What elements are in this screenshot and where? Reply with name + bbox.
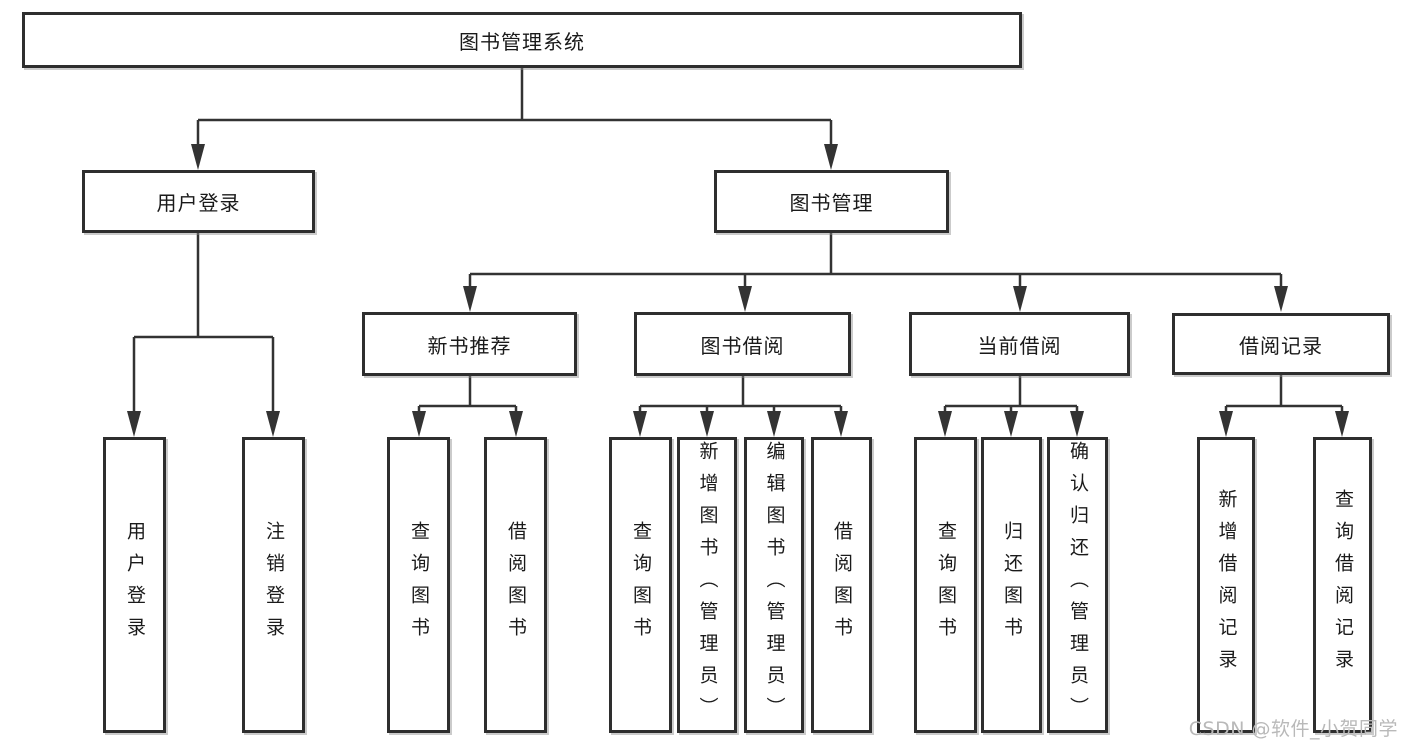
leaf-label: 确认归还（管理员）: [1067, 441, 1089, 729]
node-label: 图书借阅: [700, 333, 785, 358]
arrowhead: [1274, 286, 1288, 312]
node-label: 图书管理: [789, 191, 874, 215]
node-label: 新书推荐: [427, 333, 512, 358]
node-user-login: 用户登录: [82, 170, 315, 233]
leaf-label: 注销登录: [263, 521, 285, 649]
arrowhead: [1335, 411, 1349, 437]
leaf-label: 借阅图书: [505, 521, 527, 649]
arrowhead: [463, 286, 477, 312]
leaf-label: 新增图书（管理员）: [696, 441, 719, 729]
connector-new-book-rec-split: [417, 376, 518, 415]
leaf-confirm-return-admin: 确认归还（管理员）: [1047, 437, 1108, 733]
arrowhead: [938, 411, 952, 437]
node-borrowing-records: 借阅记录: [1172, 313, 1390, 375]
connector-current-borrow-split: [943, 376, 1079, 415]
leaf-query-books: 查询图书: [387, 437, 450, 733]
leaf-label: 查询图书: [935, 521, 957, 649]
arrowhead: [509, 411, 523, 437]
leaf-label: 查询图书: [408, 521, 430, 649]
leaf-edit-books-admin: 编辑图书（管理员）: [744, 437, 804, 733]
arrowhead: [191, 144, 205, 170]
node-label: 图书管理系统: [459, 29, 585, 54]
connector-borrow-records-split: [1224, 375, 1344, 415]
node-current-borrowing: 当前借阅: [909, 312, 1130, 376]
node-book-management: 图书管理: [714, 170, 949, 233]
arrowhead: [834, 411, 848, 437]
connector-book-mgmt-split: [468, 233, 1283, 290]
leaf-logout: 注销登录: [242, 437, 305, 733]
leaf-query-books: 查询图书: [914, 437, 977, 733]
leaf-label: 新增借阅记录: [1215, 489, 1238, 681]
connector-user-login-split: [132, 233, 275, 415]
leaf-label: 归还图书: [1001, 521, 1023, 649]
leaf-label: 查询借阅记录: [1332, 489, 1354, 681]
node-library-management-system: 图书管理系统: [22, 12, 1022, 68]
connector-book-borrow-split: [638, 376, 843, 415]
arrowhead: [266, 411, 280, 437]
leaf-add-borrow-record: 新增借阅记录: [1197, 437, 1255, 733]
arrowhead: [1219, 411, 1233, 437]
connector-root-split: [196, 68, 833, 148]
arrowhead: [412, 411, 426, 437]
arrowhead: [1070, 411, 1084, 437]
arrowheads: [127, 144, 1349, 437]
node-label: 当前借阅: [977, 333, 1062, 358]
node-book-borrowing: 图书借阅: [634, 312, 851, 376]
csdn-watermark: CSDN @软件_小贺同学: [1188, 718, 1398, 740]
arrowhead: [1004, 411, 1018, 437]
leaf-return-books: 归还图书: [981, 437, 1042, 733]
node-label: 用户登录: [156, 191, 241, 215]
leaf-borrow-books: 借阅图书: [811, 437, 872, 733]
leaf-label: 借阅图书: [831, 521, 853, 649]
arrowhead: [700, 411, 714, 437]
leaf-label: 编辑图书（管理员）: [763, 441, 786, 729]
arrowhead: [127, 411, 141, 437]
arrowhead: [824, 144, 838, 170]
node-new-book-recommendation: 新书推荐: [362, 312, 577, 376]
leaf-query-borrow-record: 查询借阅记录: [1313, 437, 1372, 733]
leaf-borrow-books: 借阅图书: [484, 437, 547, 733]
arrowhead: [767, 411, 781, 437]
leaf-label: 用户登录: [124, 521, 146, 649]
leaf-add-books-admin: 新增图书（管理员）: [677, 437, 737, 733]
leaf-query-books: 查询图书: [609, 437, 672, 733]
leaf-label: 查询图书: [630, 521, 652, 649]
arrowhead: [633, 411, 647, 437]
node-label: 借阅记录: [1239, 333, 1323, 358]
arrowhead: [738, 286, 752, 312]
arrowhead: [1013, 286, 1027, 312]
leaf-user-login: 用户登录: [103, 437, 166, 733]
